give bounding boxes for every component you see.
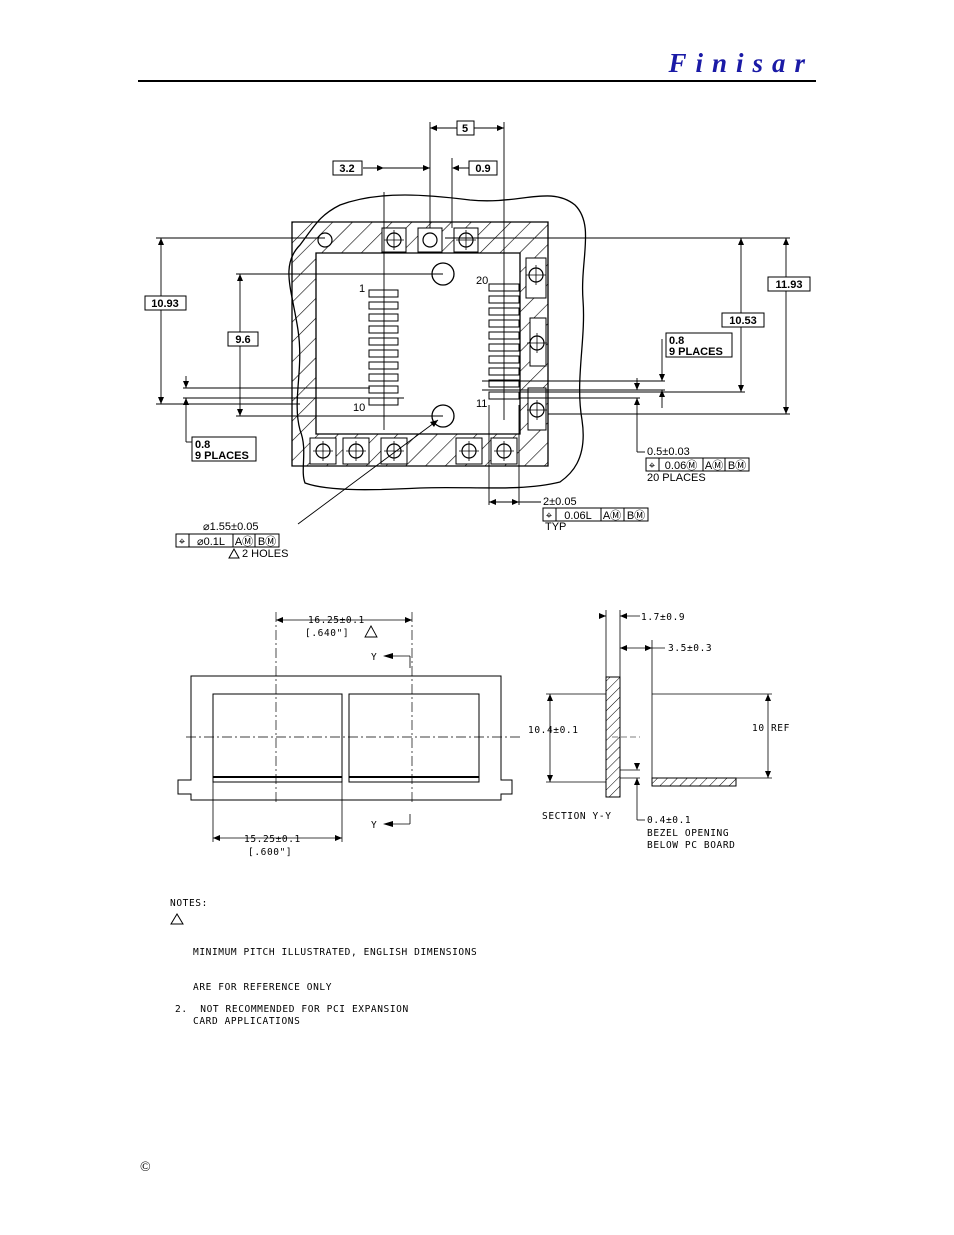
pin-label-10: 10 bbox=[353, 402, 365, 414]
hole-fcf-symbol: ⌖ bbox=[179, 536, 185, 548]
bezel-dim-top: 16.25±0.1 bbox=[308, 615, 365, 626]
pad-places: 20 PLACES bbox=[647, 472, 706, 484]
note-triangle-icon bbox=[170, 912, 184, 924]
pitch-fcf-datum-a: AⓂ bbox=[603, 509, 621, 522]
notes-heading: NOTES: bbox=[170, 898, 208, 909]
note-triangle-icon bbox=[228, 547, 240, 559]
note-1: MINIMUM PITCH ILLUSTRATED, ENGLISH DIMEN… bbox=[170, 912, 478, 982]
callout-left-value: 0.8 bbox=[195, 439, 210, 451]
section-y-y-view: 1.7±0.9 3.5±0.3 10.4±0.1 10 REF SECTION … bbox=[528, 610, 790, 851]
callout-right-places: 9 PLACES bbox=[669, 346, 723, 358]
pitch-fcf-tolerance: 0.06L bbox=[564, 510, 592, 522]
pad-column-left bbox=[368, 289, 399, 406]
section-dim-a: 1.7±0.9 bbox=[641, 612, 685, 623]
copyright-mark: © bbox=[140, 1160, 151, 1175]
dim-3-2: 3.2 bbox=[339, 163, 354, 175]
bezel-dim-top-inch: [.640"] bbox=[305, 628, 349, 639]
note-1-line-1: MINIMUM PITCH ILLUSTRATED, ENGLISH DIMEN… bbox=[193, 947, 478, 958]
section-note-line1: BEZEL OPENING bbox=[647, 828, 729, 839]
pin-label-11: 11 bbox=[476, 398, 487, 410]
pad-fcf-symbol: ⌖ bbox=[649, 460, 655, 472]
callout-right-value: 0.8 bbox=[669, 335, 684, 347]
section-mark-bottom: Y bbox=[371, 820, 377, 831]
finisar-logo: Finisar bbox=[668, 48, 814, 78]
pitch-fcf-datum-b: BⓂ bbox=[627, 509, 645, 522]
section-dim-height: 10.4±0.1 bbox=[528, 725, 579, 736]
pitch-fcf-symbol: ⌖ bbox=[546, 510, 552, 522]
pin-label-1: 1 bbox=[359, 283, 365, 295]
dim-0-9: 0.9 bbox=[475, 163, 490, 175]
note-triangle-icon bbox=[364, 625, 378, 638]
section-dim-ref: 10 REF bbox=[752, 723, 790, 734]
hole-fcf-datum-a: AⓂ bbox=[235, 535, 253, 548]
dim-9-6: 9.6 bbox=[235, 334, 250, 346]
pad-fcf-tolerance: 0.06Ⓜ bbox=[665, 459, 697, 472]
note-2-line-1: 2. NOT RECOMMENDED FOR PCI EXPANSION bbox=[175, 1004, 409, 1015]
callout-left-places: 9 PLACES bbox=[195, 450, 249, 462]
pcb-footprint-drawing: 5 3.2 0.9 10.93 11.93 9.6 10.53 0.8 9 PL… bbox=[144, 120, 811, 560]
section-note-line2: BELOW PC BOARD bbox=[647, 840, 735, 851]
pin-label-20: 20 bbox=[476, 275, 488, 287]
dim-10-53: 10.53 bbox=[729, 315, 757, 327]
section-title: SECTION Y-Y bbox=[542, 811, 612, 822]
section-dim-b: 3.5±0.3 bbox=[668, 643, 712, 654]
hole-fcf-tolerance: ⌀0.1L bbox=[197, 536, 225, 548]
dim-top-5: 5 bbox=[462, 123, 468, 135]
note-1-line-2: ARE FOR REFERENCE ONLY bbox=[193, 981, 333, 993]
bezel-dim-bottom-inch: [.600"] bbox=[248, 847, 292, 858]
section-dim-c: 0.4±0.1 bbox=[647, 815, 691, 826]
hole-fcf-datum-b: BⓂ bbox=[258, 535, 276, 548]
dim-11-93: 11.93 bbox=[776, 279, 803, 291]
section-mark-top: Y bbox=[371, 652, 377, 663]
bezel-dim-bottom: 15.25±0.1 bbox=[244, 834, 301, 845]
header-rule bbox=[138, 80, 816, 82]
pitch-typ: TYP bbox=[545, 521, 566, 533]
pad-fcf-datum-a: AⓂ bbox=[705, 459, 723, 472]
dim-10-93: 10.93 bbox=[151, 298, 179, 310]
notes-block: NOTES: MINIMUM PITCH ILLUSTRATED, ENGLIS… bbox=[170, 898, 477, 1027]
hole-diameter: ⌀1.55±0.05 bbox=[203, 521, 258, 533]
pitch-dim: 2±0.05 bbox=[543, 496, 577, 508]
pad-fcf-datum-b: BⓂ bbox=[728, 459, 746, 472]
hole-note: 2 HOLES bbox=[242, 548, 288, 560]
bezel-front-view: 16.25±0.1 [.640"] Y Y 15.25±0.1 [.600"] bbox=[177, 612, 520, 858]
pad-tolerance: 0.5±0.03 bbox=[647, 446, 690, 458]
note-2-line-2: CARD APPLICATIONS bbox=[193, 1015, 301, 1027]
